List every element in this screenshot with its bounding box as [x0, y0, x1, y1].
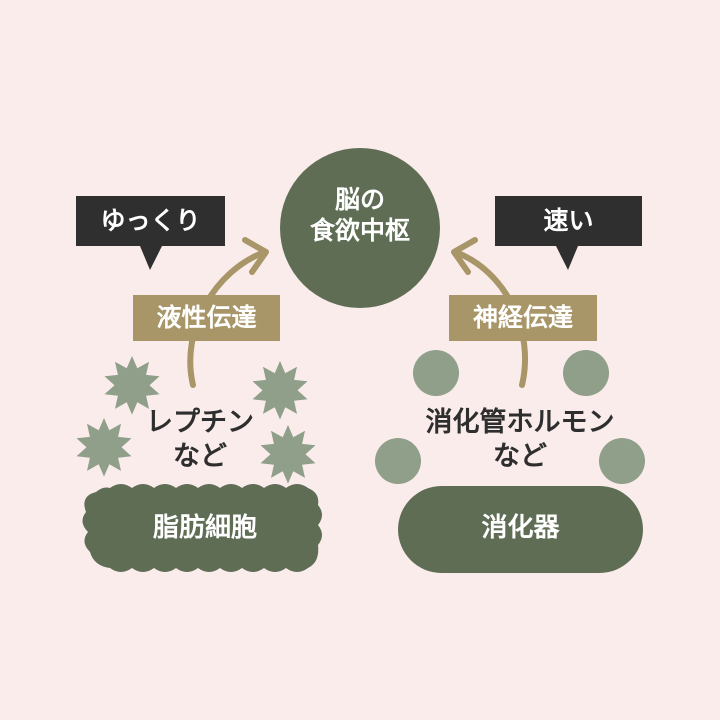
fat-cell-label: 脂肪細胞 — [152, 513, 257, 543]
digestive-organ-pill — [398, 486, 643, 573]
right-arrowhead — [451, 237, 478, 275]
leptin-particle-1 — [104, 356, 160, 415]
left-speed-bubble-text: ゆっくり — [100, 206, 201, 235]
center-label: 脳の 食欲中枢 — [290, 184, 430, 247]
center-label-line1: 脳の — [334, 185, 385, 214]
leptin-particle-4 — [260, 425, 316, 484]
leptin-particle-3 — [76, 418, 132, 477]
right-speed-bubble — [495, 196, 642, 270]
left-messenger-label: レプチン など — [110, 406, 290, 474]
right-messenger-line1: 消化管ホルモン — [425, 407, 615, 438]
left-arrowhead — [242, 237, 269, 275]
fat-cell-blob — [82, 484, 322, 572]
left-messenger-line2: など — [173, 440, 227, 472]
hormone-particle-1 — [413, 350, 459, 396]
left-route-tag — [133, 295, 280, 341]
brain-appetite-center-circle — [280, 148, 440, 308]
right-speed-bubble-text: 速い — [543, 206, 594, 235]
leptin-particle-2 — [252, 361, 308, 420]
left-speed-bubble — [76, 196, 225, 270]
right-route-tag — [449, 295, 597, 341]
right-messenger-line2: など — [493, 440, 547, 472]
hormone-particle-2 — [563, 350, 609, 396]
hormone-particle-3 — [375, 438, 421, 484]
digestive-organ-label: 消化器 — [481, 513, 560, 543]
center-label-line2: 食欲中枢 — [309, 216, 410, 246]
hormone-particle-4 — [599, 438, 645, 484]
right-route-tag-text: 神経伝達 — [472, 303, 573, 332]
right-messenger-label: 消化管ホルモン など — [400, 406, 640, 474]
left-messenger-line1: レプチン — [146, 407, 254, 438]
left-route-tag-text: 液性伝達 — [156, 303, 257, 332]
